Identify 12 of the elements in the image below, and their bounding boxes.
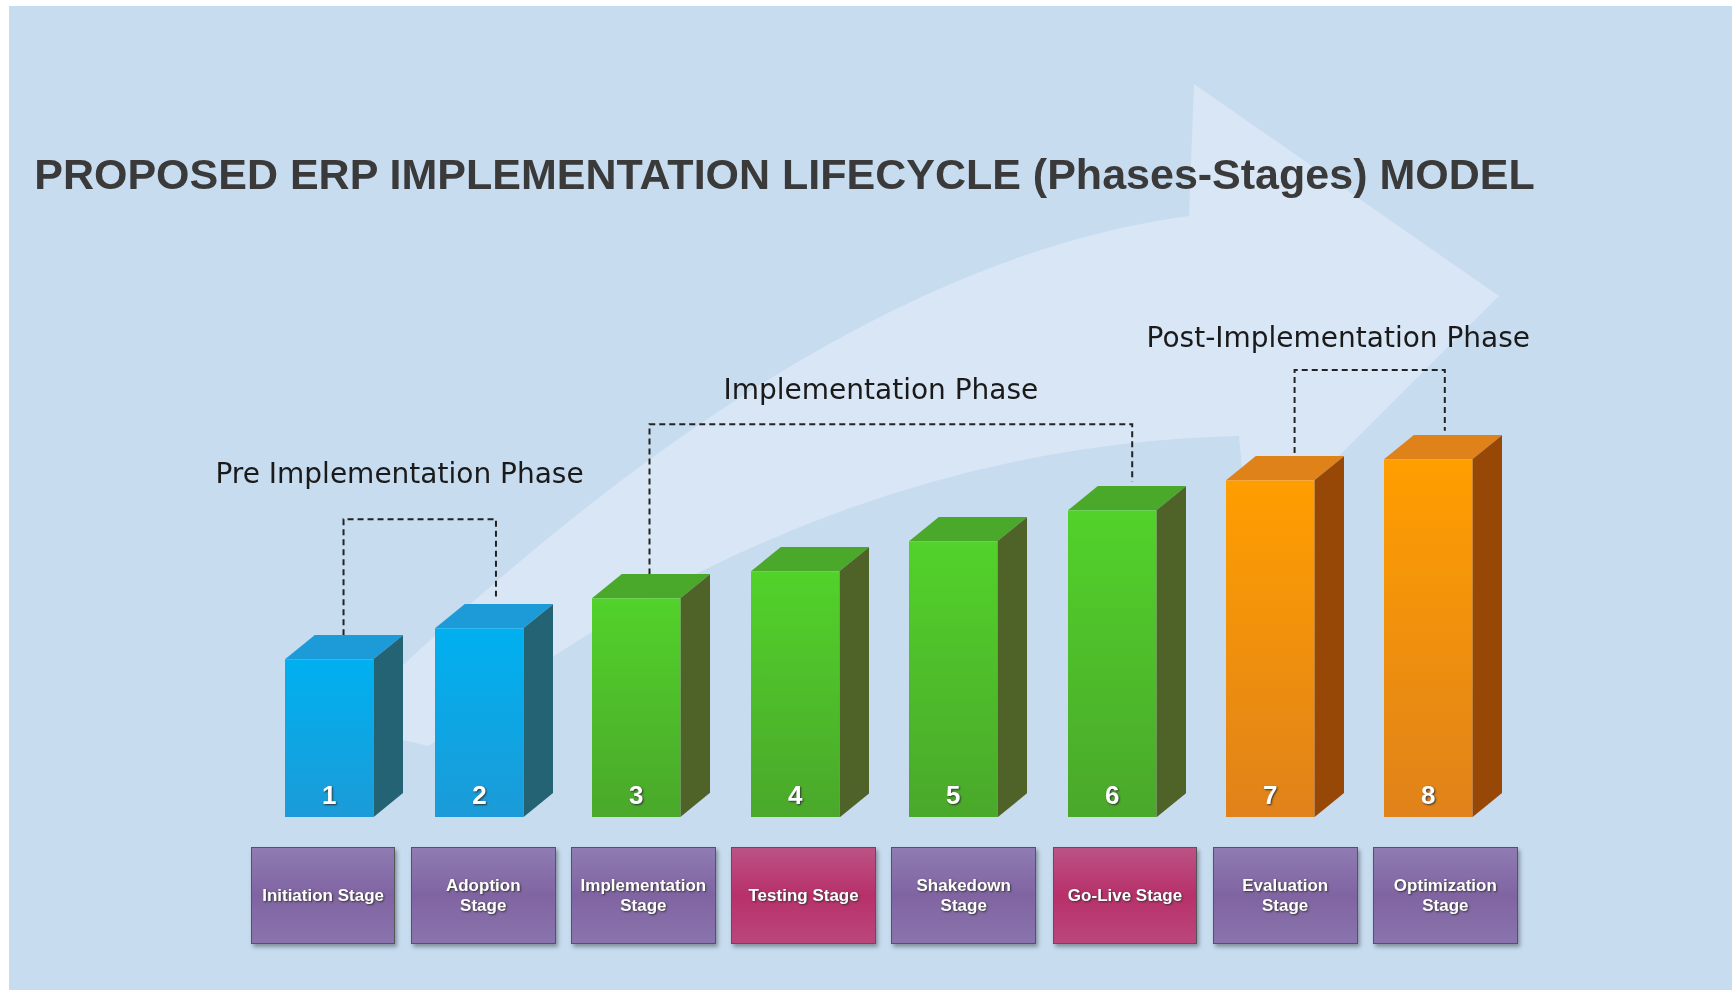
stage-tile: Initiation Stage (250, 847, 396, 945)
stage-tile: Testing Stage (731, 847, 876, 945)
stage-tile: Shakedown Stage (891, 847, 1037, 945)
stage-tile: Implementation Stage (571, 847, 716, 945)
stage-tile: Optimization Stage (1373, 847, 1518, 945)
title: PROPOSED ERP IMPLEMENTATION LIFECYCLE (Phases-Stages) MODEL (34, 150, 1535, 200)
stage-tile: Evaluation Stage (1212, 847, 1358, 945)
phase-label: Post-Implementation Phase (1146, 321, 1531, 355)
stage-tile: Adoption Stage (410, 847, 556, 945)
stage-tile: Go-Live Stage (1052, 847, 1198, 945)
phase-label: Implementation Phase (723, 373, 1039, 407)
phase-label: Pre Implementation Phase (215, 457, 584, 491)
